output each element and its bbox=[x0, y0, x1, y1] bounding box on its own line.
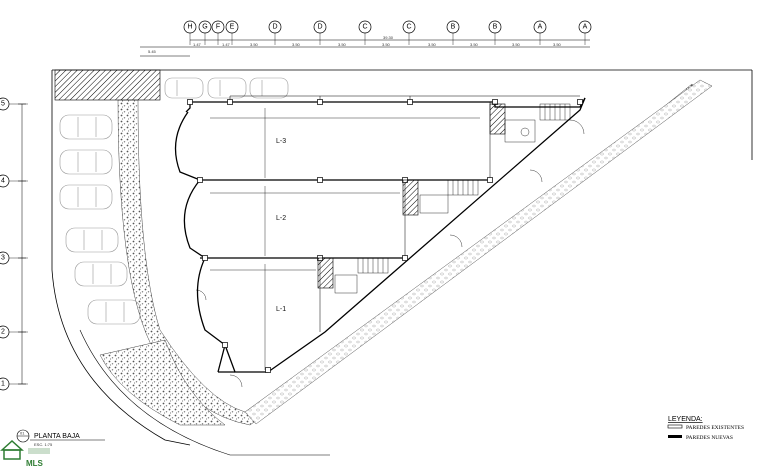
grid-column-label: F bbox=[216, 24, 220, 31]
parked-car bbox=[249, 77, 289, 99]
parked-car bbox=[59, 184, 113, 210]
unit-dimensions bbox=[210, 108, 480, 370]
column-marker bbox=[202, 255, 208, 261]
column-marker bbox=[317, 99, 323, 105]
top-dimension-lines bbox=[140, 39, 590, 57]
column-marker bbox=[487, 177, 493, 183]
grid-row-label: 5 bbox=[1, 101, 5, 108]
grid-column-label: E bbox=[230, 24, 235, 31]
curved-road-edge bbox=[79, 329, 330, 456]
landscape-gravel-lower bbox=[99, 339, 226, 426]
column-marker bbox=[407, 99, 413, 105]
legend-swatch-new bbox=[668, 435, 682, 438]
grid-column-label: D bbox=[317, 24, 322, 31]
svg-text:1.47: 1.47 bbox=[193, 42, 202, 47]
grid-column-bubble: G bbox=[198, 20, 212, 45]
grid-row-bubble: 2 bbox=[0, 325, 28, 339]
sheet-title-block: 01 PLANTA BAJA ESC. 1:75 bbox=[16, 429, 105, 447]
svg-text:3.50: 3.50 bbox=[512, 42, 521, 47]
legend-item-existing: PAREDES EXISTENTES bbox=[686, 425, 744, 431]
unit-label-l3: L-3 bbox=[276, 138, 286, 145]
grid-column-label: A bbox=[538, 24, 543, 31]
site-boundary bbox=[51, 69, 753, 446]
grid-column-bubble: A bbox=[578, 20, 592, 45]
grid-column-bubble: C bbox=[358, 20, 372, 45]
grid-row-label: 2 bbox=[1, 329, 5, 336]
svg-text:3.50: 3.50 bbox=[250, 42, 259, 47]
top-dimension-ticks: 5.45 1.47 1.47 3.50 3.50 3.50 3.50 3.50 3.50 3… bbox=[148, 35, 562, 54]
svg-text:3.50: 3.50 bbox=[292, 42, 301, 47]
grid-column-label: H bbox=[187, 24, 192, 31]
legend-item-new: PAREDES NUEVAS bbox=[686, 435, 733, 441]
parked-car bbox=[87, 299, 141, 325]
parked-car bbox=[164, 77, 204, 99]
grid-column-bubble: C bbox=[402, 20, 416, 45]
sheet-scale: ESC. 1:75 bbox=[34, 442, 53, 447]
grid-column-label: A bbox=[583, 24, 588, 31]
parked-car bbox=[207, 77, 247, 99]
logo-text: MLS bbox=[26, 459, 44, 468]
unit-label-l1: L-1 bbox=[276, 306, 286, 313]
column-marker bbox=[197, 177, 203, 183]
diagonal-road-strip bbox=[244, 79, 713, 425]
parking-cars bbox=[59, 77, 289, 325]
parking-hatch-block bbox=[54, 69, 161, 101]
svg-text:3.50: 3.50 bbox=[428, 42, 437, 47]
grid-column-label: B bbox=[451, 24, 456, 31]
parked-car bbox=[65, 227, 119, 253]
left-dimension-line bbox=[18, 103, 26, 385]
svg-text:3.50: 3.50 bbox=[470, 42, 479, 47]
legend-swatch-existing bbox=[667, 424, 683, 429]
column-marker bbox=[187, 99, 193, 105]
unit-label-l2: L-2 bbox=[276, 215, 286, 222]
grid-column-bubble: H bbox=[183, 20, 197, 45]
grid-column-bubble: B bbox=[446, 20, 460, 45]
grid-column-bubble: F bbox=[211, 20, 225, 45]
grid-column-label: G bbox=[202, 24, 207, 31]
sheet-number: 01 bbox=[20, 431, 25, 436]
landscape-gravel-strip bbox=[117, 83, 701, 426]
grid-column-label: C bbox=[362, 24, 367, 31]
column-marker bbox=[577, 99, 583, 105]
grid-row-label: 3 bbox=[1, 255, 5, 262]
column-marker bbox=[227, 99, 233, 105]
grid-column-bubble: A bbox=[533, 20, 547, 45]
parked-car bbox=[59, 114, 113, 140]
sheet-title: PLANTA BAJA bbox=[34, 433, 80, 440]
grid-column-bubble: D bbox=[268, 20, 282, 45]
grid-column-bubble: D bbox=[313, 20, 327, 45]
column-marker bbox=[222, 342, 228, 348]
svg-text:39.30: 39.30 bbox=[383, 35, 394, 40]
parked-car bbox=[59, 149, 113, 175]
svg-text:5.45: 5.45 bbox=[148, 49, 157, 54]
doors bbox=[195, 119, 585, 388]
grid-row-label: 4 bbox=[1, 178, 5, 185]
grid-row-bubbles: 5 4 3 2 1 bbox=[0, 97, 28, 391]
grid-column-bubble: B bbox=[488, 20, 502, 45]
parked-car bbox=[74, 261, 128, 287]
grid-column-label: B bbox=[493, 24, 498, 31]
mls-logo: MLS bbox=[0, 439, 50, 468]
legend-title: LEYENDA: bbox=[668, 416, 703, 423]
structural-columns bbox=[187, 99, 583, 373]
svg-text:3.50: 3.50 bbox=[553, 42, 562, 47]
grid-column-label: C bbox=[406, 24, 411, 31]
svg-text:3.50: 3.50 bbox=[382, 42, 391, 47]
column-marker bbox=[402, 255, 408, 261]
column-marker bbox=[317, 177, 323, 183]
grid-column-bubble: E bbox=[225, 20, 239, 45]
column-marker bbox=[265, 367, 271, 373]
svg-text:3.50: 3.50 bbox=[338, 42, 347, 47]
service-cores bbox=[317, 103, 571, 294]
grid-column-label: D bbox=[272, 24, 277, 31]
grid-row-label: 1 bbox=[1, 381, 5, 388]
legend: LEYENDA: PAREDES EXISTENTES PAREDES NUEV… bbox=[667, 416, 744, 441]
svg-text:1.47: 1.47 bbox=[222, 42, 231, 47]
